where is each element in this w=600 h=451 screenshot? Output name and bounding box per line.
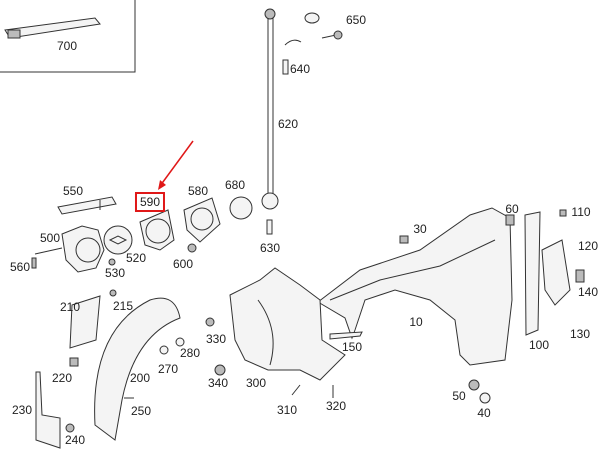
part-680-ring bbox=[229, 196, 253, 220]
part-500-lock bbox=[31, 225, 105, 273]
label-630[interactable]: 630 bbox=[259, 241, 281, 255]
label-550[interactable]: 550 bbox=[62, 184, 84, 198]
label-520[interactable]: 520 bbox=[125, 251, 147, 265]
label-530[interactable]: 530 bbox=[104, 266, 126, 280]
label-30[interactable]: 30 bbox=[413, 222, 427, 236]
label-270[interactable]: 270 bbox=[157, 362, 179, 376]
label-620[interactable]: 620 bbox=[277, 117, 299, 131]
label-100[interactable]: 100 bbox=[528, 338, 550, 352]
label-330[interactable]: 330 bbox=[205, 332, 227, 346]
label-700[interactable]: 700 bbox=[56, 39, 78, 53]
label-650[interactable]: 650 bbox=[345, 13, 367, 27]
label-220[interactable]: 220 bbox=[51, 371, 73, 385]
label-310[interactable]: 310 bbox=[276, 403, 298, 417]
label-140[interactable]: 140 bbox=[577, 285, 599, 299]
highlight-arrow bbox=[158, 140, 194, 190]
label-640[interactable]: 640 bbox=[289, 62, 311, 76]
part-620-rod bbox=[261, 8, 289, 235]
inset-frame-700 bbox=[0, 0, 136, 73]
label-580[interactable]: 580 bbox=[187, 184, 209, 198]
part-530-nut bbox=[108, 258, 116, 266]
label-60[interactable]: 60 bbox=[505, 202, 519, 216]
label-110[interactable]: 110 bbox=[571, 205, 591, 219]
label-130[interactable]: 130 bbox=[569, 327, 591, 341]
label-215[interactable]: 215 bbox=[112, 299, 134, 313]
label-590-highlighted[interactable]: 590 bbox=[134, 192, 166, 212]
label-210[interactable]: 210 bbox=[59, 300, 81, 314]
part-520-cap bbox=[103, 225, 133, 255]
label-560[interactable]: 560 bbox=[9, 260, 31, 274]
label-10[interactable]: 10 bbox=[409, 315, 423, 329]
label-40[interactable]: 40 bbox=[477, 406, 491, 420]
label-120[interactable]: 120 bbox=[577, 239, 599, 253]
label-300[interactable]: 300 bbox=[245, 376, 267, 390]
label-500[interactable]: 500 bbox=[39, 231, 61, 245]
part-200-wheel-liner bbox=[35, 289, 185, 449]
label-340[interactable]: 340 bbox=[207, 376, 229, 390]
part-650-screw bbox=[284, 12, 343, 46]
part-100-strip bbox=[505, 209, 585, 336]
part-10-fender bbox=[317, 207, 513, 366]
label-680[interactable]: 680 bbox=[224, 178, 246, 192]
label-240[interactable]: 240 bbox=[64, 433, 86, 447]
label-320[interactable]: 320 bbox=[325, 399, 347, 413]
part-590-gasket bbox=[139, 209, 175, 251]
part-550-bracket bbox=[57, 196, 117, 215]
part-580-plate bbox=[183, 197, 221, 243]
label-50[interactable]: 50 bbox=[452, 389, 466, 403]
label-250[interactable]: 250 bbox=[130, 404, 152, 418]
part-300-liner bbox=[205, 267, 491, 404]
part-600-nut bbox=[187, 243, 197, 253]
label-230[interactable]: 230 bbox=[11, 403, 33, 417]
label-280[interactable]: 280 bbox=[179, 346, 201, 360]
label-200[interactable]: 200 bbox=[129, 371, 151, 385]
label-150[interactable]: 150 bbox=[341, 340, 363, 354]
label-600[interactable]: 600 bbox=[172, 257, 194, 271]
